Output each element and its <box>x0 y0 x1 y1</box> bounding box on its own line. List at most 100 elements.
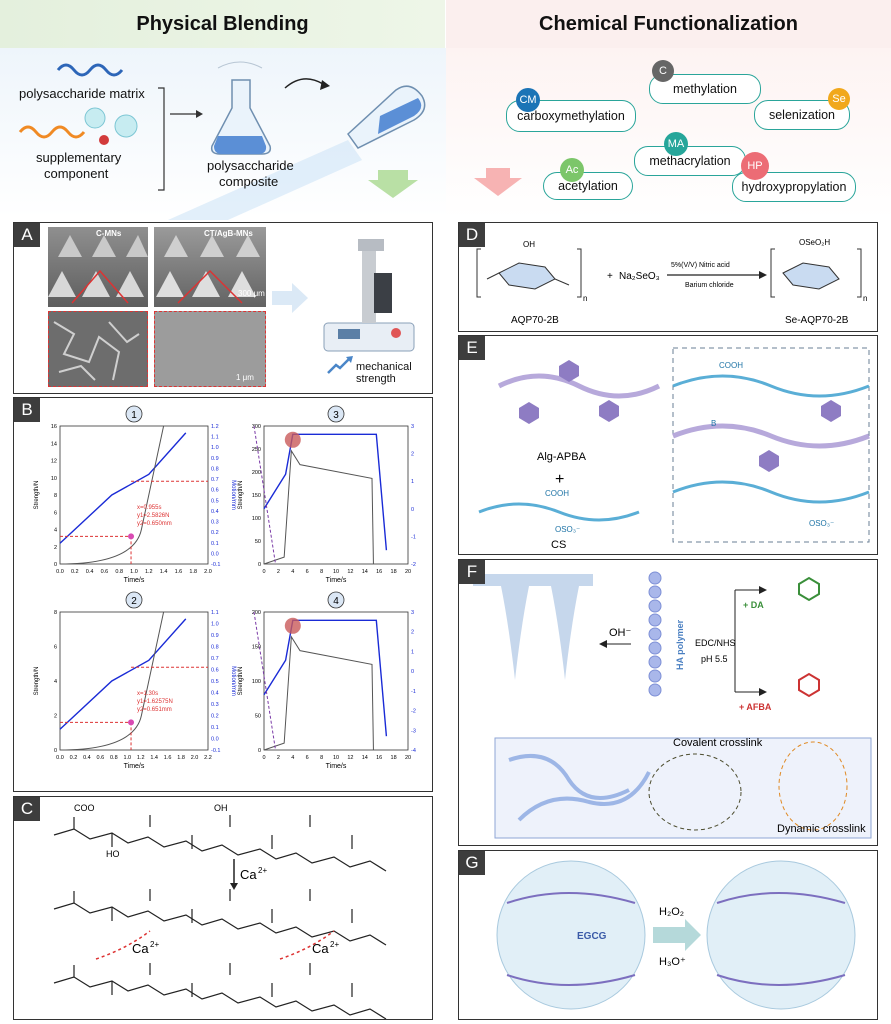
network-detail-box <box>494 737 872 839</box>
y-tick-label: 16 <box>51 424 57 430</box>
strength-curve <box>263 635 374 751</box>
sem-image-ct-agb-mns <box>154 227 266 307</box>
net-cooh: COOH <box>719 361 743 370</box>
motion-line <box>59 432 187 544</box>
pour-beam-icon <box>150 140 362 228</box>
annotation-text: y1=1.62575N <box>137 699 173 705</box>
covalent-ellipse <box>648 753 742 831</box>
panel-g: G EGCG H₂O₂ H₃O⁺ <box>458 850 878 1020</box>
cs-chain <box>478 502 640 522</box>
y-axis-label: Strength/N <box>238 481 244 510</box>
net-oso3: OSO₃⁻ <box>809 519 834 528</box>
alginate-chain-bottom <box>53 963 387 1020</box>
x-tick-label: 6 <box>306 755 309 761</box>
y-tick-label: 8 <box>54 493 57 499</box>
y2-tick-label: 0.0 <box>211 737 219 743</box>
alg-apba-label: Alg-APBA <box>537 451 587 463</box>
alg-apba-chain <box>497 373 661 399</box>
y2-tick-label: 3 <box>411 424 414 430</box>
ion-particle-icon <box>99 135 109 145</box>
scale-bar-1: 300 μm <box>238 289 265 298</box>
y-tick-label: 0 <box>54 562 57 568</box>
plot-number-badge <box>327 591 345 609</box>
annotation-text: y2=0.651mm <box>137 707 172 713</box>
x-tick-label: 10 <box>333 569 339 575</box>
method-label: acetylation <box>558 179 618 193</box>
n-right: n <box>863 294 867 303</box>
bracket-icon <box>158 87 165 191</box>
chain-left-bottom <box>506 974 636 986</box>
n-left: n <box>583 294 587 303</box>
x-tick-label: 18 <box>391 569 397 575</box>
supplementary-label-2: component <box>44 166 109 181</box>
network-box <box>672 347 870 543</box>
arrow-head-icon <box>196 110 203 118</box>
panel-label-b: B <box>14 398 40 422</box>
sem-image-c-mns <box>48 227 148 307</box>
y2-tick-label: -0.1 <box>211 748 220 754</box>
net-phenyl-1 <box>759 450 779 472</box>
coo-label-1: COO <box>74 803 95 813</box>
y2-tick-label: -2 <box>411 562 416 568</box>
alginate-chain-top <box>53 815 387 872</box>
strength-arrow-icon <box>327 356 353 374</box>
chain-right-bottom <box>716 974 846 986</box>
ho-label-1: HO <box>106 849 120 859</box>
mechanical-strength-label: mechanical strength <box>356 361 412 385</box>
methods-area: carboxymethylation CM methylation C sele… <box>446 48 891 220</box>
x-tick-label: 0.0 <box>56 569 64 575</box>
particle-icon-2 <box>114 114 138 138</box>
method-label: methylation <box>673 82 737 96</box>
panel-f: F OH⁻ HA polymer EDC/NHS pH 5.5 + DA + A… <box>458 559 878 846</box>
x-tick-label: 1.8 <box>177 755 185 761</box>
plus-e: + <box>555 471 564 488</box>
x-tick-label: 1.0 <box>123 755 131 761</box>
x-tick-label: 14 <box>362 755 368 761</box>
header-title-left: Physical Blending <box>136 13 309 35</box>
alginate-chain-middle <box>53 889 387 946</box>
motion-line <box>59 618 187 730</box>
edc-label: EDC/NHS <box>695 638 736 648</box>
ca-bridge-label-2: Ca <box>312 941 329 956</box>
oh-top-left: OH <box>523 240 535 249</box>
x-tick-label: 0.6 <box>101 569 109 575</box>
condition-1: 5%(V/V) Nitric acid <box>671 262 730 269</box>
strength-curve <box>59 425 165 565</box>
x-axis-label: Time/s <box>124 763 145 770</box>
y-axis-label: Strength/N <box>34 481 40 510</box>
supplementary-label-1: supplementary <box>36 150 122 165</box>
net-chain-2 <box>672 423 870 449</box>
sphere-left <box>496 860 646 1010</box>
header-physical-blending: Physical Blending <box>0 0 445 48</box>
y2-tick-label: 0.6 <box>211 488 219 494</box>
y2-tick-label: 0.0 <box>211 551 219 557</box>
x-tick-label: 10 <box>333 755 339 761</box>
branch-arrow-up <box>759 586 767 594</box>
y2-axis-label: Motion/mm <box>230 666 236 696</box>
x-tick-label: 20 <box>405 755 411 761</box>
pink-arrow-svg <box>474 168 522 196</box>
y-axis-label: Strength/N <box>34 667 40 696</box>
x-tick-label: 4 <box>291 755 294 761</box>
scale-bar-2: 1 μm <box>236 373 254 382</box>
cs-oso3: OSO₃⁻ <box>555 525 580 534</box>
y-tick-label: 200 <box>252 470 261 476</box>
blending-schematic: polysaccharide matrix supplementary comp… <box>0 48 445 228</box>
selenization-scheme: OH n + Na₂SeO₃ 5%(V/V) Nitric acid Bariu… <box>476 238 867 326</box>
network-strands <box>508 754 651 822</box>
y-tick-label: 6 <box>54 645 57 651</box>
y2-axis-label: Motion/mm <box>430 480 432 510</box>
plot-number-badge <box>125 591 143 609</box>
bracket-left <box>476 248 582 298</box>
x-axis-label: Time/s <box>326 577 347 584</box>
y-tick-label: 100 <box>252 516 261 522</box>
alg-apba-cs-scheme: Alg-APBA + COOH OSO₃⁻ CS COOH OSO₃⁻ B <box>478 347 870 551</box>
branch-arrow-down <box>759 688 767 696</box>
y2-tick-label: 2 <box>411 452 414 458</box>
net-chain-1 <box>672 374 870 398</box>
y2-tick-label: 1.0 <box>211 445 219 451</box>
y2-tick-label: 0 <box>411 507 414 513</box>
da-label: + DA <box>743 600 764 610</box>
pink-down-arrow-icon <box>474 168 522 196</box>
